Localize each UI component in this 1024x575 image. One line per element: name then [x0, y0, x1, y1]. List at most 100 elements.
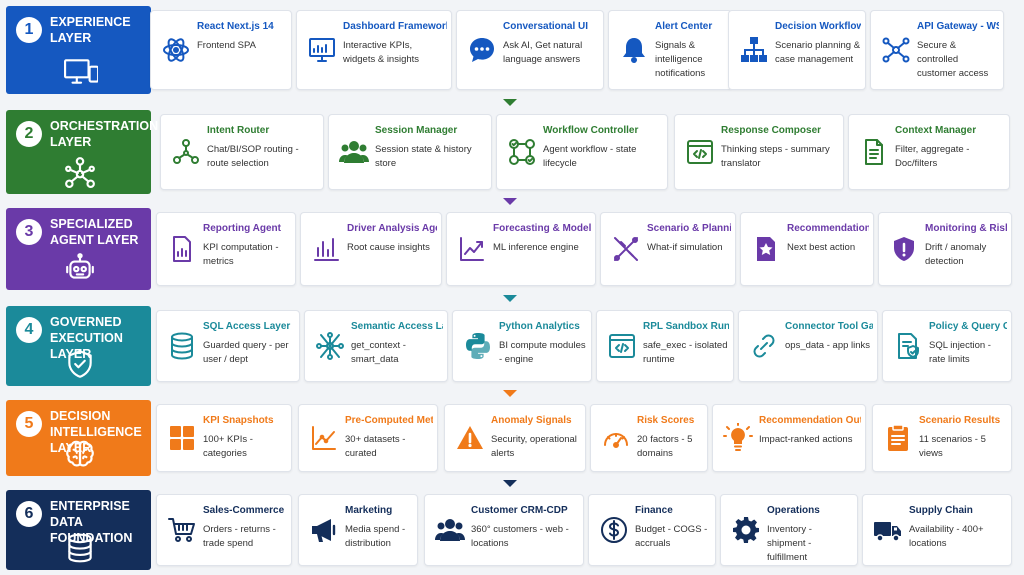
component-card[interactable]: Reporting Agent KPI computation - metric… — [156, 212, 296, 286]
grid-icon — [167, 423, 197, 453]
layer-number: 5 — [16, 411, 42, 437]
layer-5: 5 DECISION INTELLIGENCE LAYER KPI Snapsh… — [6, 400, 1018, 476]
component-card[interactable]: Scenario Results 11 scenarios - 5 views — [872, 404, 1012, 472]
component-card[interactable]: Conversational UI Ask AI, Get natural la… — [456, 10, 604, 90]
card-description: 20 factors - 5 domains — [637, 434, 693, 459]
component-card[interactable]: Monitoring & Risk Drift / anomaly detect… — [878, 212, 1012, 286]
component-card[interactable]: Sales-Commerce Orders - returns - trade … — [156, 494, 292, 566]
component-card[interactable]: Anomaly Signals Security, operational al… — [444, 404, 586, 472]
component-card[interactable]: Context Manager Filter, aggregate - Doc/… — [848, 114, 1010, 190]
component-card[interactable]: React Next.js 14 Frontend SPA — [150, 10, 292, 90]
card-title: API Gateway - WSS — [917, 21, 999, 32]
component-card[interactable]: Recommendation Agent Next best action — [740, 212, 874, 286]
atom-icon — [161, 35, 191, 65]
card-title: Workflow Controller — [543, 125, 639, 136]
component-card[interactable]: API Gateway - WSS Secure & controlled cu… — [870, 10, 1004, 90]
card-description: Ask AI, Get natural language answers — [503, 40, 583, 65]
card-description: Scenario planning & case management — [775, 40, 861, 65]
card-title: Context Manager — [895, 125, 977, 136]
card-description: Filter, aggregate - Doc/filters — [895, 144, 970, 169]
component-card[interactable]: KPI Snapshots 100+ KPIs - categories — [156, 404, 292, 472]
component-card[interactable]: Decision Workflow UI Scenario planning &… — [728, 10, 866, 90]
card-description: Orders - returns - trade spend — [203, 524, 276, 549]
card-description: get_context - smart_data — [351, 340, 406, 365]
layer-badge: 4 GOVERNED EXECUTION LAYER — [6, 306, 151, 386]
gauge-icon — [601, 423, 631, 453]
card-description: Agent workflow - state lifecycle — [543, 144, 637, 169]
chat-icon — [467, 35, 497, 65]
component-card[interactable]: Driver Analysis Agent Root cause insight… — [300, 212, 442, 286]
component-card[interactable]: Workflow Controller Agent workflow - sta… — [496, 114, 668, 190]
flow-arrow-icon — [503, 198, 517, 205]
card-title: Marketing — [345, 505, 393, 516]
component-card[interactable]: Recommendation Outputs Impact-ranked act… — [712, 404, 866, 472]
layer-number: 2 — [16, 121, 42, 147]
card-description: Frontend SPA — [197, 40, 256, 51]
component-card[interactable]: Operations Inventory - shipment - fulfil… — [720, 494, 858, 566]
monitor-tablet-icon — [62, 56, 98, 88]
brain-icon — [62, 438, 98, 470]
card-title: React Next.js 14 — [197, 21, 274, 32]
component-card[interactable]: Response Composer Thinking steps - summa… — [674, 114, 844, 190]
component-card[interactable]: Semantic Access Layer get_context - smar… — [304, 310, 448, 382]
card-description: 100+ KPIs - categories — [203, 434, 253, 459]
card-description: What-if simulation — [647, 242, 723, 253]
component-card[interactable]: Policy & Query Guards SQL injection - ra… — [882, 310, 1012, 382]
layer-badge: 5 DECISION INTELLIGENCE LAYER — [6, 400, 151, 476]
component-card[interactable]: Session Manager Session state & history … — [328, 114, 492, 190]
card-description: Budget - COGS - accruals — [635, 524, 708, 549]
card-description: Interactive KPIs, widgets & insights — [343, 40, 420, 65]
card-description: Drift / anomaly detection — [925, 242, 987, 267]
component-card[interactable]: Intent Router Chat/BI/SOP routing - rout… — [160, 114, 324, 190]
component-card[interactable]: Forecasting & Modeling ML inference engi… — [446, 212, 596, 286]
layer-title: EXPERIENCE LAYER — [50, 15, 131, 45]
database-icon — [167, 331, 197, 361]
star-doc-icon — [751, 234, 781, 264]
semantic-icon — [315, 331, 345, 361]
card-title: Session Manager — [375, 125, 458, 136]
card-title: Forecasting & Modeling — [493, 223, 591, 234]
component-card[interactable]: SQL Access Layer Guarded query - per use… — [156, 310, 300, 382]
layer-3: 3 SPECIALIZED AGENT LAYER Reporting Agen… — [6, 208, 1018, 290]
card-description: Inventory - shipment - fulfillment — [767, 524, 812, 563]
card-description: 30+ datasets - curated — [345, 434, 406, 459]
cart-icon — [167, 515, 197, 545]
layer-number: 4 — [16, 317, 42, 343]
graph-nodes-icon — [62, 156, 98, 188]
card-title: Conversational UI — [503, 21, 589, 32]
component-card[interactable]: Marketing Media spend - distribution — [298, 494, 418, 566]
component-card[interactable]: RPL Sandbox Runtime safe_exec - isolated… — [596, 310, 734, 382]
component-card[interactable]: Supply Chain Availability - 400+ locatio… — [862, 494, 1012, 566]
layer-title: ENTERPRISE DATA FOUNDATION — [50, 499, 133, 545]
lightbulb-icon — [723, 423, 753, 453]
card-description: Security, operational alerts — [491, 434, 577, 459]
robot-icon — [62, 252, 98, 284]
card-description: Availability - 400+ locations — [909, 524, 984, 549]
card-description: 360° customers - web - locations — [471, 524, 569, 549]
layer-2: 2 ORCHESTRATION LAYER Intent Router Chat… — [6, 110, 1018, 194]
component-card[interactable]: Finance Budget - COGS - accruals — [588, 494, 716, 566]
card-title: SQL Access Layer — [203, 321, 291, 332]
report-icon — [167, 234, 197, 264]
card-description: Secure & controlled customer access — [917, 40, 989, 79]
component-card[interactable]: Python Analytics BI compute modules - en… — [452, 310, 592, 382]
component-card[interactable]: Alert Center Signals & intelligence noti… — [608, 10, 732, 90]
component-card[interactable]: Scenario & Planning What-if simulation — [600, 212, 736, 286]
bell-icon — [619, 35, 649, 65]
policy-icon — [893, 331, 923, 361]
users-icon — [435, 515, 465, 545]
card-title: Customer CRM-CDP — [471, 505, 568, 516]
component-card[interactable]: Pre-Computed Metrics 30+ datasets - cura… — [298, 404, 438, 472]
card-title: Reporting Agent — [203, 223, 281, 234]
users-icon — [339, 137, 369, 167]
card-title: Monitoring & Risk — [925, 223, 1007, 234]
layer-badge: 6 ENTERPRISE DATA FOUNDATION — [6, 490, 151, 570]
card-title: Response Composer — [721, 125, 822, 136]
layer-1: 1 EXPERIENCE LAYER React Next.js 14 Fron… — [6, 6, 1018, 94]
card-description: SQL injection - rate limits — [929, 340, 991, 365]
warning-icon — [455, 423, 485, 453]
component-card[interactable]: Dashboard Framework Interactive KPIs, wi… — [296, 10, 452, 90]
component-card[interactable]: Customer CRM-CDP 360° customers - web - … — [424, 494, 584, 566]
component-card[interactable]: Connector Tool Gateway ops_data - app li… — [738, 310, 878, 382]
component-card[interactable]: Risk Scores 20 factors - 5 domains — [590, 404, 708, 472]
